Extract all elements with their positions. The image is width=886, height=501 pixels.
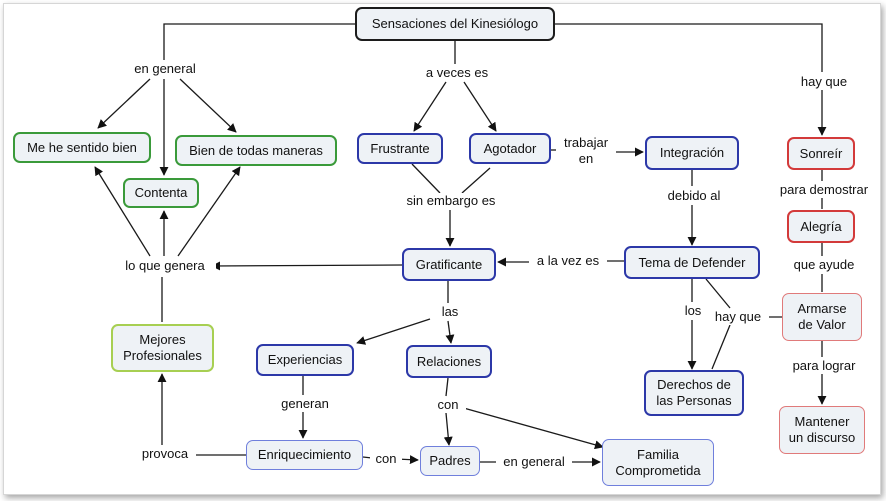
arrow-to-relaciones bbox=[445, 320, 455, 344]
arrow-genera-to-me bbox=[94, 166, 151, 257]
node-experiencias[interactable]: Experiencias bbox=[256, 344, 354, 376]
arrow-to-me-he-sentido bbox=[97, 78, 151, 129]
label-para-lograr: para lograr bbox=[782, 358, 866, 374]
label-sin-embargo-es: sin embargo es bbox=[397, 193, 505, 209]
node-tema-de-defender[interactable]: Tema de Defender bbox=[624, 246, 760, 279]
link-derechos-hay-que bbox=[711, 324, 731, 370]
node-alegria[interactable]: Alegría bbox=[787, 210, 855, 243]
label-con-top: con bbox=[430, 397, 466, 413]
label-las: las bbox=[433, 304, 467, 320]
label-que-ayude: que ayude bbox=[785, 257, 863, 273]
node-frustrante[interactable]: Frustrante bbox=[357, 133, 443, 164]
node-enriquecimiento[interactable]: Enriquecimiento bbox=[246, 440, 363, 470]
link-tema-hay-que bbox=[705, 278, 731, 309]
link-relaciones-con bbox=[445, 377, 449, 397]
label-a-veces-es: a veces es bbox=[417, 65, 497, 81]
node-gratificante[interactable]: Gratificante bbox=[402, 248, 496, 281]
link-root-en-general bbox=[163, 23, 357, 60]
label-para-demostrar: para demostrar bbox=[769, 182, 879, 198]
arrow-genera-to-bien bbox=[177, 166, 241, 257]
arrow-to-bien bbox=[179, 78, 237, 133]
arrow-to-padres bbox=[443, 412, 453, 446]
node-derechos-de-las-personas[interactable]: Derechos de las Personas bbox=[644, 370, 744, 416]
node-familia-comprometida[interactable]: Familia Comprometida bbox=[602, 439, 714, 486]
label-con-bottom: con bbox=[370, 451, 402, 467]
label-en-general-top: en general bbox=[127, 61, 203, 77]
arrow-to-familia bbox=[459, 406, 604, 450]
node-agotador[interactable]: Agotador bbox=[469, 133, 551, 164]
label-debido-al: debido al bbox=[656, 188, 732, 204]
arrow-to-lo-que-genera bbox=[211, 261, 403, 271]
link-root-hay-que bbox=[553, 23, 823, 72]
node-contenta[interactable]: Contenta bbox=[123, 178, 199, 208]
label-provoca: provoca bbox=[134, 446, 196, 462]
node-integracion[interactable]: Integración bbox=[645, 136, 739, 170]
node-me-he-sentido-bien[interactable]: Me he sentido bien bbox=[13, 132, 151, 163]
label-los: los bbox=[676, 303, 710, 319]
label-hay-que-top: hay que bbox=[791, 74, 857, 90]
label-lo-que-genera: lo que genera bbox=[114, 258, 216, 274]
node-mantener-un-discurso[interactable]: Mantener un discurso bbox=[779, 406, 865, 454]
label-generan: generan bbox=[272, 396, 338, 412]
arrow-to-agotador bbox=[463, 81, 497, 132]
node-armarse-de-valor[interactable]: Armarse de Valor bbox=[782, 293, 862, 341]
node-relaciones[interactable]: Relaciones bbox=[406, 345, 492, 378]
root-node[interactable]: Sensaciones del Kinesiólogo bbox=[355, 7, 555, 41]
node-sonreir[interactable]: Sonreír bbox=[787, 137, 855, 170]
label-en-general-bottom: en general bbox=[496, 454, 572, 470]
label-trabajar-en: trabajar en bbox=[556, 135, 616, 167]
arrow-to-frustrante bbox=[413, 81, 447, 132]
node-bien-de-todas-maneras[interactable]: Bien de todas maneras bbox=[175, 135, 337, 166]
link-frustrante-sin-embargo bbox=[411, 163, 441, 194]
node-padres[interactable]: Padres bbox=[420, 446, 480, 476]
link-agotador-sin-embargo bbox=[461, 167, 491, 194]
label-a-la-vez-es: a la vez es bbox=[529, 253, 607, 269]
arrow-to-experiencias bbox=[356, 318, 431, 345]
node-mejores-profesionales[interactable]: Mejores Profesionales bbox=[111, 324, 214, 372]
label-hay-que-mid: hay que bbox=[707, 309, 769, 325]
